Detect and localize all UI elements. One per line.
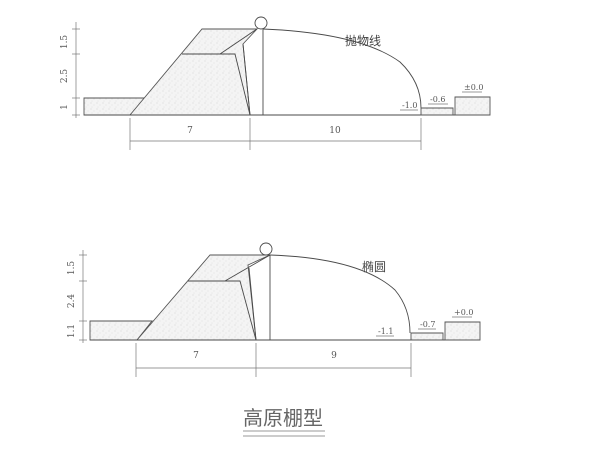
dim-label: 1.5 bbox=[67, 261, 77, 276]
step-lower bbox=[410, 332, 444, 341]
dim-label: 2.4 bbox=[67, 294, 77, 309]
step-upper bbox=[454, 96, 491, 116]
vertical-dimension: 1.5 2.4 1.1 bbox=[67, 250, 87, 343]
curve-label: 椭圆 bbox=[362, 259, 386, 274]
earth-wall bbox=[136, 254, 271, 341]
dim-label: 7 bbox=[187, 126, 193, 136]
ellipse-greenhouse-section: 1.5 2.4 1.1 椭圆 -1.1 -0.7 +0.0 7 9 bbox=[67, 242, 481, 377]
level-label: -1.1 bbox=[378, 327, 393, 336]
curve-label: 抛物线 bbox=[345, 33, 381, 48]
dim-label: 1.5 bbox=[60, 35, 70, 50]
dim-label: 1 bbox=[60, 104, 70, 110]
dim-label: 10 bbox=[329, 126, 341, 136]
ridge-circle-icon bbox=[254, 16, 268, 30]
level-label: -1.0 bbox=[402, 101, 417, 110]
inner-ledge bbox=[182, 53, 251, 116]
horizontal-dimension: 7 9 bbox=[135, 343, 412, 377]
step-upper bbox=[444, 321, 481, 341]
dim-label: 7 bbox=[193, 351, 199, 361]
dim-label: 2.5 bbox=[60, 69, 70, 84]
vertical-dimension: 1.5 2.5 1 bbox=[60, 22, 80, 118]
inner-ledge bbox=[188, 280, 257, 341]
drawing-title: 高原棚型 bbox=[243, 406, 323, 430]
level-label: -0.7 bbox=[420, 320, 435, 329]
parabola-roof-curve bbox=[262, 28, 422, 109]
level-label: ±0.0 bbox=[464, 83, 483, 92]
level-label: -0.6 bbox=[430, 95, 445, 104]
horizontal-dimension: 7 10 bbox=[129, 118, 422, 150]
ridge-circle-icon bbox=[259, 242, 273, 256]
step-lower bbox=[420, 107, 454, 116]
level-label: +0.0 bbox=[454, 308, 473, 317]
dim-label: 9 bbox=[331, 351, 337, 361]
dim-label: 1.1 bbox=[67, 324, 77, 338]
parabola-greenhouse-section: 1.5 2.5 1 抛物线 -1.0 -0.6 ±0.0 bbox=[60, 16, 491, 150]
ellipse-roof-curve bbox=[269, 254, 411, 334]
